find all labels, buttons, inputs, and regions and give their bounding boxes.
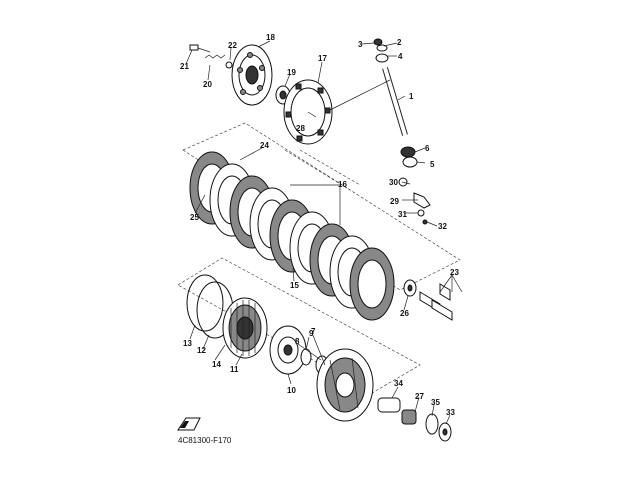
- leader-lines: [185, 40, 463, 425]
- part-label-10: 10: [287, 386, 296, 395]
- spring-bolt-assembly[interactable]: [189, 44, 233, 69]
- part-label-20: 20: [203, 80, 212, 89]
- part-label-6: 6: [425, 144, 430, 153]
- part-label-35: 35: [431, 398, 440, 407]
- thrust-plate[interactable]: [269, 325, 307, 375]
- part-label-34: 34: [394, 379, 403, 388]
- part-label-17: 17: [318, 54, 327, 63]
- small-ring[interactable]: [403, 279, 417, 297]
- clutch-boss[interactable]: [222, 297, 268, 359]
- nut-washer-stack[interactable]: [373, 38, 389, 63]
- part-label-24: 24: [260, 141, 269, 150]
- part-label-7: 7: [311, 327, 316, 336]
- part-label-22: 22: [228, 41, 237, 50]
- part-label-33: 33: [446, 408, 455, 417]
- part-label-2: 2: [397, 38, 402, 47]
- part-label-8: 8: [295, 337, 300, 346]
- part-label-14: 14: [212, 360, 221, 369]
- front-direction-icon: [177, 417, 201, 431]
- part-label-23: 23: [450, 268, 459, 277]
- part-label-29: 29: [390, 197, 399, 206]
- part-label-31: 31: [398, 210, 407, 219]
- part-label-13: 13: [183, 339, 192, 348]
- diagram-code: 4C81300-F170: [178, 436, 232, 445]
- part-label-12: 12: [197, 346, 206, 355]
- part-label-27: 27: [415, 392, 424, 401]
- part-label-30: 30: [389, 178, 398, 187]
- bearing-washer-set[interactable]: [400, 146, 418, 168]
- part-label-1: 1: [409, 92, 414, 101]
- part-labels: 1 2 3 4 5 6 7 8 9 10 11 12 13 14 15 16 1…: [180, 33, 459, 417]
- part-label-19: 19: [287, 68, 296, 77]
- gear-washers[interactable]: [425, 413, 452, 442]
- part-label-9: 9: [309, 329, 314, 338]
- spacer-sleeve[interactable]: [377, 397, 401, 413]
- part-label-18: 18: [266, 33, 275, 42]
- push-rod[interactable]: [329, 67, 408, 136]
- part-label-11: 11: [230, 365, 239, 374]
- part-label-5: 5: [430, 160, 435, 169]
- part-label-32: 32: [438, 222, 447, 231]
- part-label-4: 4: [398, 52, 403, 61]
- damper-spring-set[interactable]: [419, 283, 453, 321]
- pressure-plate[interactable]: [231, 44, 273, 106]
- part-label-26: 26: [400, 309, 409, 318]
- plate-bore: [357, 259, 387, 309]
- needle-bearing[interactable]: [401, 409, 417, 425]
- part-label-3: 3: [358, 40, 363, 49]
- part-label-28: 28: [296, 124, 305, 133]
- part-label-25: 25: [190, 213, 199, 222]
- part-label-15: 15: [290, 281, 299, 290]
- part-label-21: 21: [180, 62, 189, 71]
- clutch-housing[interactable]: [316, 348, 374, 422]
- part-label-16: 16: [338, 180, 347, 189]
- friction-plate-stack[interactable]: [189, 151, 395, 321]
